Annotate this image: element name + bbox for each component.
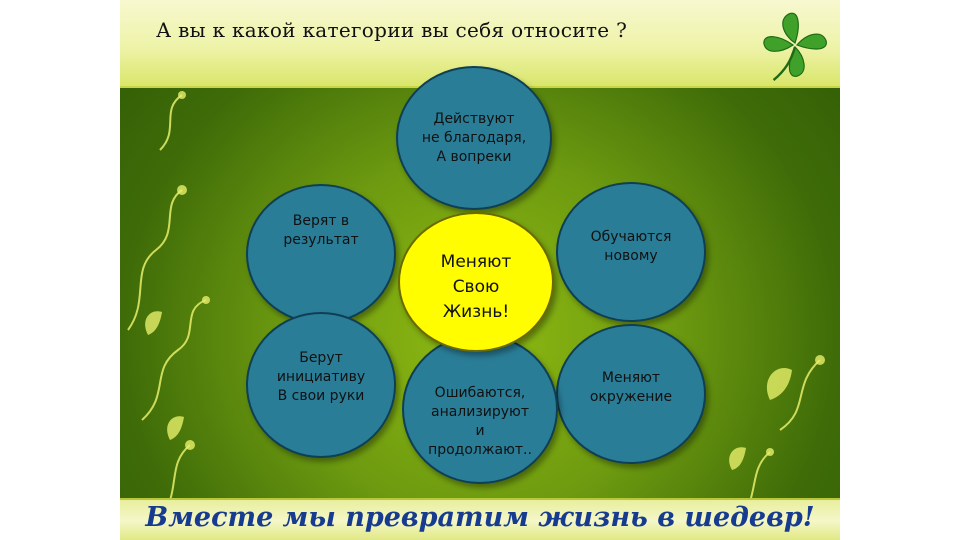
- node-bottom-label: Ошибаются, анализируют и продолжают..: [428, 385, 532, 458]
- footer-banner: [120, 498, 840, 540]
- clover-icon: [763, 12, 827, 82]
- slide-title: А вы к какой категории вы себя относите …: [156, 18, 628, 42]
- slide: А вы к какой категории вы себя относите …: [120, 0, 840, 540]
- node-lower-left-label: Берут инициативу В свои руки: [276, 349, 366, 404]
- slide-footer: Вместе мы превратим жизнь в шедевр!: [145, 502, 815, 533]
- diagram-node-center: Меняют Свою Жизнь!: [398, 212, 554, 352]
- diagram-node-lower-right: Меняют окружение: [556, 324, 706, 464]
- diagram-node-upper-left: Верят в результат: [246, 184, 396, 324]
- node-lower-right-label: Меняют окружение: [589, 370, 673, 405]
- node-top-label: Действуют не благодаря, А вопреки: [421, 110, 527, 165]
- node-center-label: Меняют Свою Жизнь!: [440, 251, 512, 322]
- diagram-node-top: Действуют не благодаря, А вопреки: [396, 66, 552, 210]
- diagram-node-upper-right: Обучаются новому: [556, 182, 706, 322]
- swirl-ornament-icon: [127, 91, 825, 521]
- node-upper-left-label: Верят в результат: [283, 213, 359, 248]
- node-upper-right-label: Обучаются новому: [590, 229, 672, 264]
- diagram-node-lower-left: Берут инициативу В свои руки: [246, 312, 396, 458]
- diagram-node-bottom: Ошибаются, анализируют и продолжают..: [402, 334, 558, 484]
